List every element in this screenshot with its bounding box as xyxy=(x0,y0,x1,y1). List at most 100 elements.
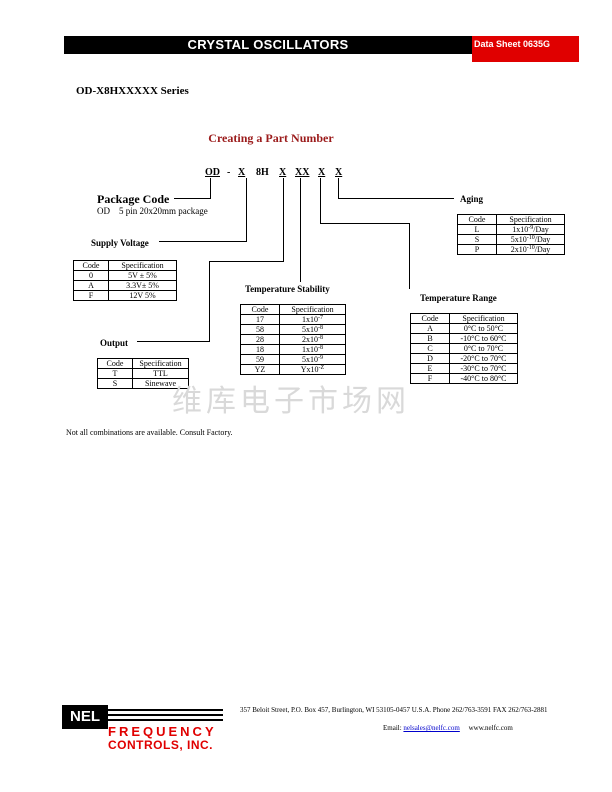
cell-spec: -40°C to 80°C xyxy=(449,373,518,384)
cell-code: F xyxy=(73,290,109,301)
cell-spec: 2x10-10/Day xyxy=(496,244,565,255)
cell-code: E xyxy=(410,363,450,374)
header-code: Code xyxy=(410,313,450,324)
pn-range: X xyxy=(318,167,326,178)
footer-contact: Email: nelsales@nelfc.com www.nelfc.com xyxy=(383,724,513,732)
table-header-row: Code Specification xyxy=(240,304,346,315)
output-title: Output xyxy=(100,338,129,348)
package-code-desc: OD 5 pin 20x20mm package xyxy=(97,206,208,216)
spec-unit: /Day xyxy=(534,235,551,244)
email-link[interactable]: nelsales@nelfc.com xyxy=(403,724,460,732)
line-aging-h xyxy=(338,198,454,199)
cell-code: 58 xyxy=(240,324,280,335)
spec-base: 5x10 xyxy=(302,325,318,334)
cell-code: S xyxy=(457,234,497,245)
line-stability xyxy=(300,178,301,282)
table-row: E-30°C to 70°C xyxy=(410,363,518,374)
table-header-row: Code Specification xyxy=(410,313,518,324)
table-header-row: Code Specification xyxy=(97,358,189,369)
pn-supply: X xyxy=(238,167,246,178)
logo-stripe xyxy=(108,714,223,716)
line-range-h xyxy=(320,223,410,224)
spec-exponent: -9 xyxy=(528,225,534,231)
spec-exponent: -8 xyxy=(318,325,323,331)
cell-spec: 5x10-10/Day xyxy=(496,234,565,245)
package-code-title: Package Code xyxy=(97,192,170,206)
line-aging-v xyxy=(338,178,339,199)
spec-base: 5x10 xyxy=(302,355,318,364)
line-output-v2 xyxy=(283,178,284,262)
cell-code: 0 xyxy=(73,270,109,281)
cell-code: F xyxy=(410,373,450,384)
cell-spec: Sinewave xyxy=(132,378,189,389)
header-title-bar: CRYSTAL OSCILLATORS xyxy=(64,36,472,54)
line-output-v1 xyxy=(209,261,210,342)
logo-controls-text: CONTROLS, INC. xyxy=(108,738,213,752)
cell-spec: 0°C to 70°C xyxy=(449,343,518,354)
cell-code: C xyxy=(410,343,450,354)
pn-8h: 8H xyxy=(256,167,269,178)
spec-base: 2x10 xyxy=(302,335,318,344)
line-package-v xyxy=(210,178,211,199)
table-header-row: Code Specification xyxy=(73,260,177,271)
creating-part-number-title: Creating a Part Number xyxy=(208,131,334,145)
spec-base: 1x10 xyxy=(302,345,318,354)
datasheet-number: Data Sheet 0635G xyxy=(472,36,579,62)
header-spec: Specification xyxy=(496,214,565,225)
cell-spec: -10°C to 60°C xyxy=(449,333,518,344)
logo-stripe xyxy=(108,719,223,721)
cell-code: T xyxy=(97,368,133,379)
header-code: Code xyxy=(73,260,109,271)
spec-unit: /Day xyxy=(534,245,551,254)
cell-code: A xyxy=(410,323,450,334)
temperature-range-title: Temperature Range xyxy=(420,293,497,303)
line-supply xyxy=(159,241,247,242)
pn-od: OD xyxy=(205,167,220,178)
line-package xyxy=(174,198,211,199)
spec-exponent: -10 xyxy=(526,235,535,241)
cell-code: 59 xyxy=(240,354,280,365)
header-code: Code xyxy=(240,304,280,315)
spec-exponent: -8 xyxy=(318,345,323,351)
cell-spec: 1x10-7 xyxy=(279,314,346,325)
footer-address: 357 Beloit Street, P.O. Box 457, Burling… xyxy=(240,706,548,714)
cell-code: A xyxy=(73,280,109,291)
spec-exponent: -7 xyxy=(318,315,323,321)
pn-aging: X xyxy=(335,167,343,178)
header-code: Code xyxy=(457,214,497,225)
header-code: Code xyxy=(97,358,133,369)
line-output-h xyxy=(209,261,284,262)
header-spec: Specification xyxy=(132,358,189,369)
cell-code: 28 xyxy=(240,334,280,345)
website-link[interactable]: www.nelfc.com xyxy=(468,724,513,732)
pn-dash: - xyxy=(227,167,231,178)
header-spec: Specification xyxy=(108,260,177,271)
cell-spec: -20°C to 70°C xyxy=(449,353,518,364)
spec-exponent: -10 xyxy=(526,245,535,251)
line-range-v xyxy=(320,178,321,224)
cell-spec: -30°C to 70°C xyxy=(449,363,518,374)
cell-spec: 12V 5% xyxy=(108,290,177,301)
spec-base: 1x10 xyxy=(512,225,529,234)
aging-title: Aging xyxy=(460,194,484,204)
logo-stripe xyxy=(108,709,223,711)
cell-code: L xyxy=(457,224,497,235)
line-supply-v xyxy=(246,178,247,242)
spec-exponent: -Z xyxy=(318,365,325,371)
table-row: B-10°C to 60°C xyxy=(410,333,518,344)
cell-spec: 5x10-8 xyxy=(279,324,346,335)
